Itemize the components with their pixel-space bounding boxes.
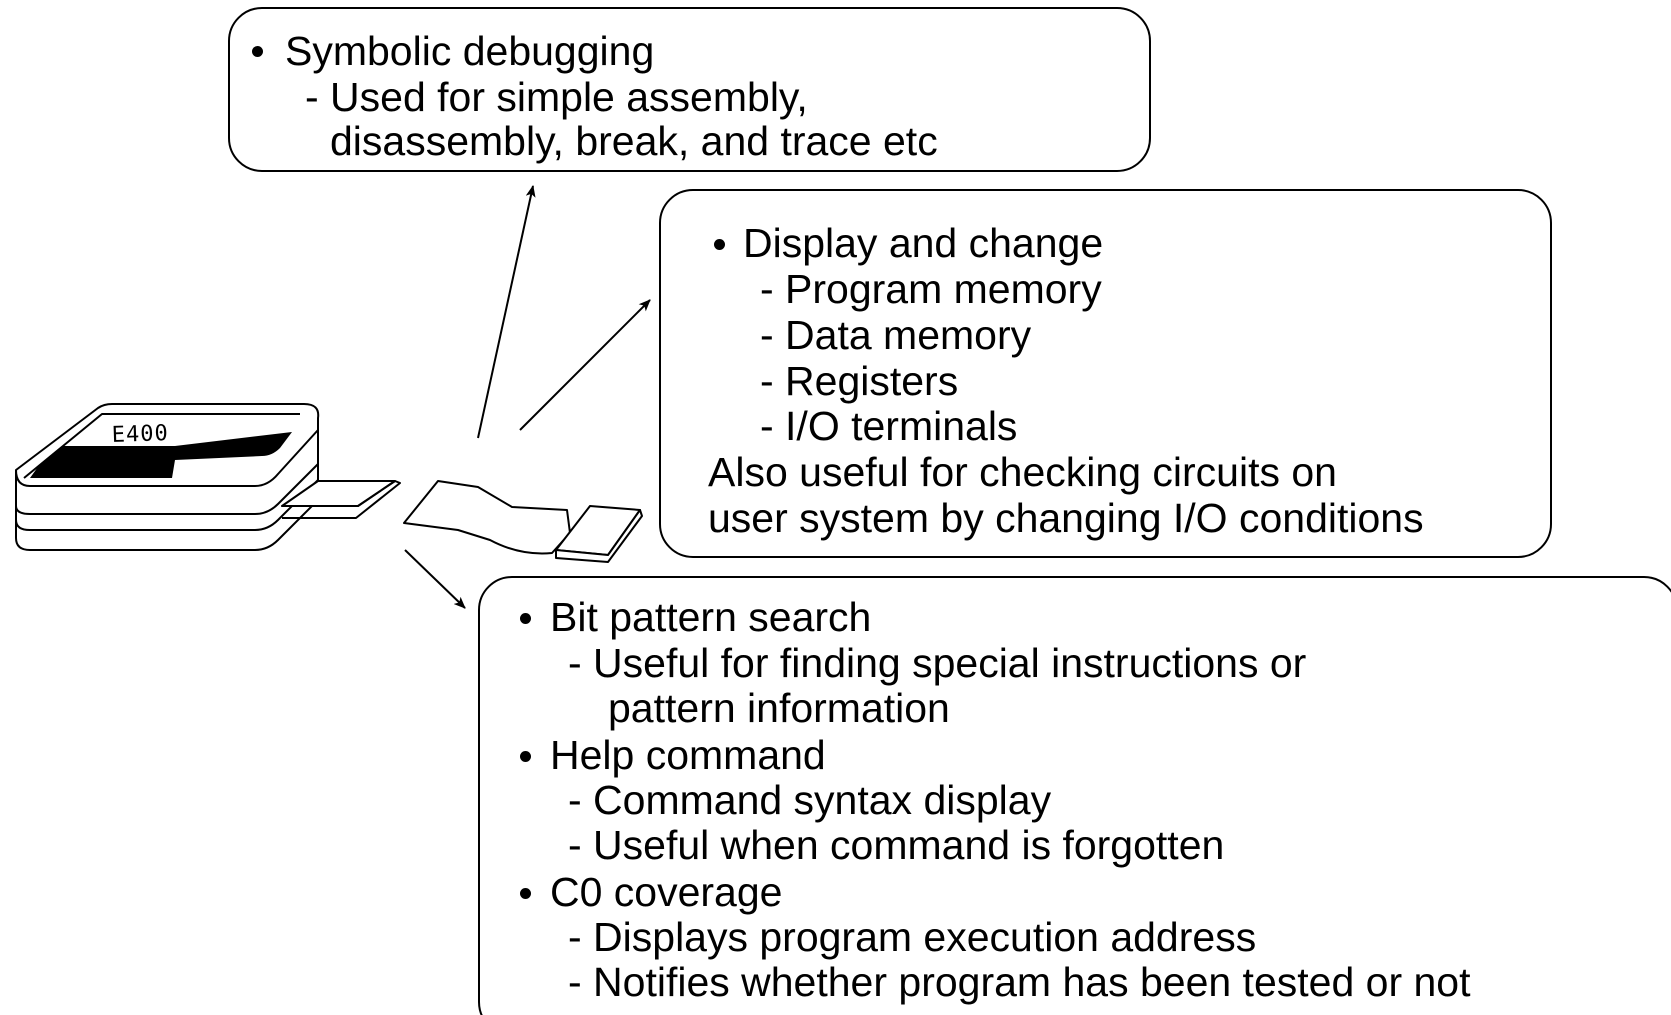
callout-additional-functions <box>478 576 1671 1015</box>
bit-pattern-search-line: - Useful for finding special instruction… <box>568 640 1307 686</box>
c0-coverage-line: - Displays program execution address <box>568 914 1257 960</box>
arrow-to-symbolic-debugging <box>477 185 536 439</box>
display-and-change-item: - Data memory <box>760 312 1032 358</box>
device-stripe <box>30 432 292 478</box>
bullet-icon <box>520 888 531 899</box>
callout-symbolic-debugging <box>228 7 1151 172</box>
bullet-icon <box>520 613 531 624</box>
display-and-change-item: - Program memory <box>760 266 1102 312</box>
help-command-line: - Command syntax display <box>568 777 1052 823</box>
arrow-to-display-and-change <box>519 299 651 431</box>
bullet-icon <box>252 46 263 57</box>
symbolic-debugging-heading: Symbolic debugging <box>285 28 655 74</box>
bit-pattern-search-line: pattern information <box>608 685 950 731</box>
device-label: E400 <box>111 421 169 448</box>
help-command-heading: Help command <box>550 732 826 778</box>
ribbon-cable <box>281 480 571 555</box>
arrow-to-bit-pattern-search <box>404 549 466 609</box>
bullet-icon <box>520 751 531 762</box>
bullet-icon <box>714 239 725 250</box>
symbolic-debugging-line: - Used for simple assembly, <box>305 74 808 120</box>
help-command-line: - Useful when command is forgotten <box>568 822 1225 868</box>
c0-coverage-line: - Notifies whether program has been test… <box>568 959 1471 1005</box>
display-and-change-item: - Registers <box>760 358 959 404</box>
probe-pod <box>555 505 643 563</box>
display-and-change-item: - I/O terminals <box>760 403 1018 449</box>
c0-coverage-heading: C0 coverage <box>550 869 783 915</box>
symbolic-debugging-line: disassembly, break, and trace etc <box>330 118 938 164</box>
display-and-change-heading: Display and change <box>743 220 1104 266</box>
display-and-change-note: user system by changing I/O conditions <box>708 495 1424 541</box>
bit-pattern-search-heading: Bit pattern search <box>550 594 872 640</box>
display-and-change-note: Also useful for checking circuits on <box>708 449 1337 495</box>
callout-display-and-change <box>659 189 1552 558</box>
